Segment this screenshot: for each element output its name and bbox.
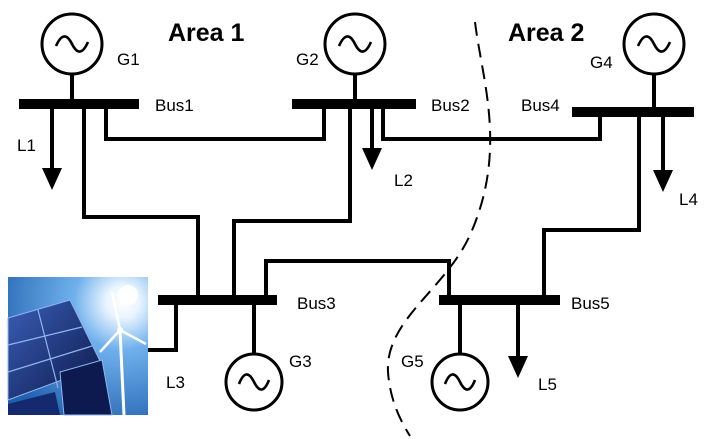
generator-sine-icon — [40, 12, 104, 76]
g1-label: G1 — [117, 50, 140, 69]
load-arrow-icon — [653, 110, 673, 192]
generator-sine-icon — [323, 12, 387, 76]
load-arrow-icon — [42, 102, 62, 190]
g3-label: G3 — [289, 352, 312, 371]
bus3-label: Bus3 — [297, 294, 336, 313]
load-arrow-icon — [508, 298, 528, 378]
line-bus4-bus5 — [542, 110, 641, 302]
l5-label: L5 — [538, 375, 557, 394]
area-boundary — [386, 21, 492, 437]
l4-label: L4 — [679, 190, 698, 209]
g4-label: G4 — [590, 53, 613, 72]
transmission-lines — [82, 102, 641, 302]
bus5-label: Bus5 — [571, 294, 610, 313]
line-bus2-bus3 — [232, 102, 352, 302]
line-bus1-bus2 — [104, 102, 326, 141]
load-arrow-icon — [362, 102, 382, 170]
generator-sine-icon — [622, 12, 686, 76]
g5-label: G5 — [401, 352, 424, 371]
generator-sine-icon — [430, 352, 490, 412]
generator-sine-icon — [224, 352, 284, 412]
l1-label: L1 — [17, 136, 36, 155]
l2-label: L2 — [394, 171, 413, 190]
line-bus3-bus5 — [264, 259, 451, 302]
bus4-label: Bus4 — [521, 96, 560, 115]
l3-connection — [148, 298, 178, 352]
bus2-label: Bus2 — [431, 96, 470, 115]
renewable-image — [7, 277, 148, 416]
g2-label: G2 — [296, 50, 319, 69]
area-2-label: Area 2 — [508, 19, 584, 47]
line-bus1-bus3 — [82, 102, 200, 302]
wind-turbine-icon — [99, 291, 147, 416]
area-1-label: Area 1 — [168, 19, 245, 47]
solar-panel-icon — [7, 299, 113, 416]
line-bus2-bus4 — [381, 102, 602, 141]
l3-label: L3 — [166, 373, 185, 392]
bus1-label: Bus1 — [155, 96, 194, 115]
